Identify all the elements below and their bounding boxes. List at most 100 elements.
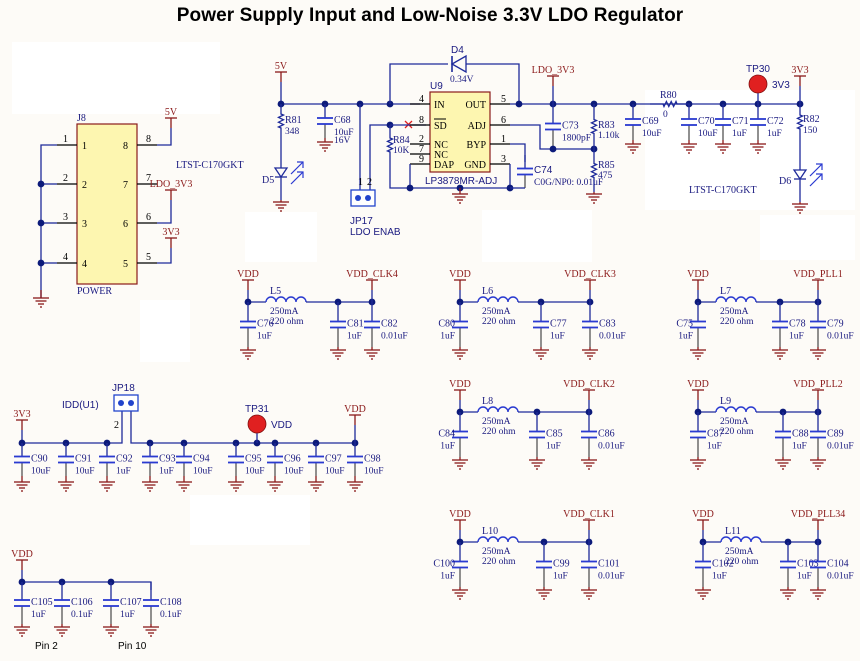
connector-pin-number: 7 bbox=[146, 173, 151, 184]
capacitor-value: 10uF bbox=[698, 129, 718, 139]
capacitor-value: 0.01uF bbox=[598, 572, 625, 582]
connector-pin-number: 8 bbox=[146, 134, 151, 145]
inductor-icon bbox=[715, 406, 757, 413]
connector-pin-number: 5 bbox=[146, 252, 151, 263]
regulator-pin-name: GND bbox=[464, 160, 486, 171]
blank-region bbox=[482, 210, 592, 262]
junction-dot bbox=[549, 145, 557, 153]
capacitor-ref: C99 bbox=[553, 559, 570, 570]
capacitor-value: 1uF bbox=[440, 442, 455, 452]
connector-j8-body bbox=[76, 123, 138, 285]
inductor-icon bbox=[715, 296, 757, 303]
regulator-pin-name: BYP bbox=[467, 140, 487, 151]
capacitor-ref: C107 bbox=[120, 597, 142, 608]
resistor-icon bbox=[385, 125, 395, 165]
connector-pin-name: 5 bbox=[123, 259, 128, 270]
jumper-ref: JP18 bbox=[112, 383, 135, 394]
regulator-pin-number: 7 bbox=[419, 144, 424, 155]
capacitor-ref: C100 bbox=[433, 559, 455, 570]
capacitor-ref: C88 bbox=[792, 429, 809, 440]
diode-value: 0.34V bbox=[450, 75, 474, 85]
inductor-ref: L8 bbox=[482, 396, 493, 407]
ground-bus bbox=[40, 144, 57, 298]
led-arrow-icon bbox=[290, 161, 304, 175]
diode-icon bbox=[450, 54, 467, 74]
blank-region bbox=[760, 215, 855, 260]
connector-pin-number: 6 bbox=[146, 212, 151, 223]
sheet-title: Power Supply Input and Low-Noise 3.3V LD… bbox=[176, 5, 684, 26]
net-label: VDD bbox=[692, 509, 714, 520]
resistor-value: 0 bbox=[663, 110, 668, 120]
connector-pin-name: 8 bbox=[123, 141, 128, 152]
inductor-icon bbox=[265, 296, 307, 303]
wire bbox=[510, 143, 526, 162]
junction-dot bbox=[37, 259, 45, 267]
junction-dot bbox=[37, 180, 45, 188]
capacitor-value: 1uF bbox=[116, 467, 131, 477]
inductor-rating: 250mA bbox=[270, 307, 299, 317]
capacitor-value: 1uF bbox=[120, 610, 135, 620]
capacitor-ref: C73 bbox=[562, 121, 579, 132]
jumper-pin bbox=[365, 195, 371, 201]
capacitor-value: 0.01uF bbox=[381, 332, 408, 342]
capacitor-ref: C69 bbox=[642, 116, 659, 127]
net-label: VDD_PLL34 bbox=[791, 509, 845, 520]
led-arrow-icon bbox=[809, 173, 823, 187]
jumper-icon bbox=[350, 189, 376, 207]
regulator-pin-name: IN bbox=[434, 100, 445, 111]
inductor-ref: L7 bbox=[720, 286, 731, 297]
capacitor-value: 10uF bbox=[31, 467, 51, 477]
wire bbox=[157, 128, 172, 146]
net-label: LDO_3V3 bbox=[532, 65, 575, 76]
capacitor-ref: C81 bbox=[347, 319, 364, 330]
pin-label: Pin 2 bbox=[35, 641, 58, 652]
inductor-impedance: 220 ohm bbox=[482, 427, 516, 437]
net-label: 3V3 bbox=[162, 227, 179, 238]
regulator-pin-name: NC bbox=[434, 150, 448, 161]
connector-name: POWER bbox=[77, 286, 112, 297]
wire bbox=[130, 410, 355, 444]
capacitor-ref: C106 bbox=[71, 597, 93, 608]
net-label: VDD bbox=[687, 379, 709, 390]
regulator-pin-number: 3 bbox=[501, 154, 506, 165]
blank-region bbox=[140, 300, 190, 362]
inductor-rating: 250mA bbox=[482, 417, 511, 427]
connector-pin-name: 4 bbox=[82, 259, 87, 270]
net-label: VDD_CLK2 bbox=[563, 379, 615, 390]
test-point-ref: TP30 bbox=[746, 64, 770, 75]
pin-label: Pin 10 bbox=[118, 641, 147, 652]
inductor-impedance: 220 ohm bbox=[482, 557, 516, 567]
capacitor-value: 10uF bbox=[642, 129, 662, 139]
net-label: VDD_CLK1 bbox=[563, 509, 615, 520]
capacitor-rating: 16V bbox=[334, 136, 351, 146]
led-arrow-icon bbox=[816, 163, 823, 170]
inductor-rating: 250mA bbox=[720, 417, 749, 427]
capacitor-ref: C87 bbox=[707, 429, 724, 440]
inductor-impedance: 220 ohm bbox=[270, 317, 304, 327]
regulator-pin-name: OUT bbox=[465, 100, 486, 111]
capacitor-value: 10uF bbox=[75, 467, 95, 477]
regulator-pin-name: NC bbox=[434, 140, 448, 151]
regulator-pin-number: 8 bbox=[419, 115, 424, 126]
capacitor-value: 1uF bbox=[347, 332, 362, 342]
capacitor-value: 1uF bbox=[550, 332, 565, 342]
capacitor-value: 1uF bbox=[440, 332, 455, 342]
capacitor-ref: C76 bbox=[257, 319, 274, 330]
capacitor-ref: C92 bbox=[116, 454, 133, 465]
wire bbox=[22, 410, 123, 444]
net-label: VDD bbox=[11, 549, 33, 560]
led-arrow-icon bbox=[297, 171, 304, 178]
inductor-ref: L5 bbox=[270, 286, 281, 297]
resistor-value: 150 bbox=[803, 126, 818, 136]
blank-region bbox=[12, 42, 220, 114]
capacitor-value: 1uF bbox=[712, 572, 727, 582]
inductor-ref: L11 bbox=[725, 526, 741, 537]
regulator-pin-number: 9 bbox=[419, 154, 424, 165]
inductor-ref: L10 bbox=[482, 526, 498, 537]
capacitor-ref: C85 bbox=[546, 429, 563, 440]
capacitor-value: 1uF bbox=[767, 129, 782, 139]
inductor-rating: 250mA bbox=[720, 307, 749, 317]
wire bbox=[22, 581, 152, 590]
net-label: VDD bbox=[449, 379, 471, 390]
jumper-pin bbox=[128, 400, 134, 406]
